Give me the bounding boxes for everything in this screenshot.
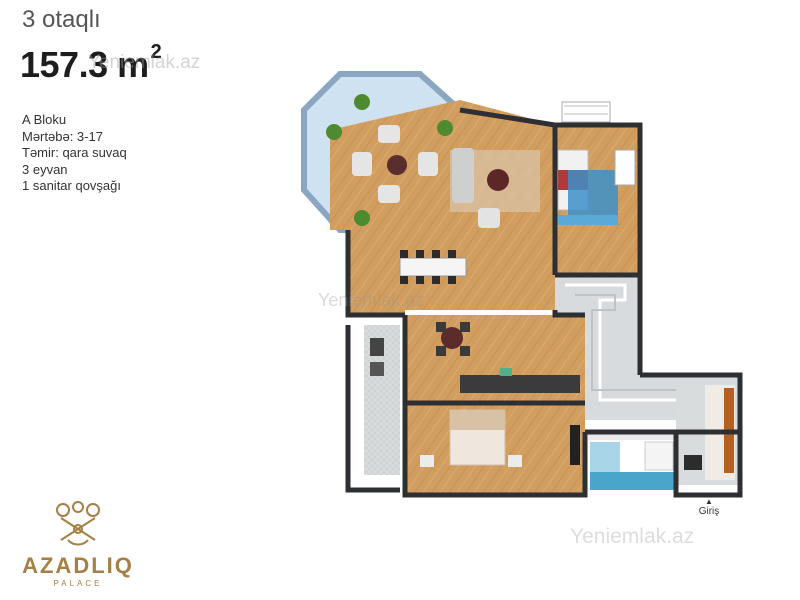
area-number: 157.3 m <box>20 44 149 85</box>
watermark: Yeniemlak.az <box>88 52 201 73</box>
detail-bathroom: 1 sanitar qovşağı <box>22 178 122 193</box>
detail-renovation: Təmir: qara suvaq <box>22 145 127 160</box>
area-exponent: 2 <box>150 41 162 63</box>
bedroom-bottom <box>405 403 585 493</box>
dining-room <box>405 315 585 403</box>
detail-block: A Bloku <box>22 112 67 127</box>
bathroom <box>588 432 676 492</box>
detail-balconies: 3 eyvan <box>22 161 68 177</box>
entrance-arrow-icon: ▲ <box>705 497 713 506</box>
rooms-title: 3 otaqlı <box>22 6 101 33</box>
apartment-details: A Bloku Mərtəbə: 3-17 Təmir: qara suvaq … <box>22 112 127 195</box>
watermark: Yeniemlak.az <box>318 290 425 310</box>
watermark: Yeniemlak.az <box>570 525 695 548</box>
entry-room <box>676 385 740 485</box>
entrance-marker: ▲ Giriş <box>694 497 724 518</box>
bedroom-right <box>555 125 640 275</box>
left-balcony <box>364 325 400 475</box>
furniture <box>326 94 540 356</box>
brand-name: AZADLIQ <box>22 553 134 578</box>
brand-logo: AZADLIQ PALACE <box>18 500 138 588</box>
knot-emblem-icon <box>56 501 100 546</box>
entrance-label: Giriş <box>698 506 720 517</box>
walls <box>345 107 743 498</box>
brand-subtitle: PALACE <box>53 579 103 588</box>
floor-plan <box>301 71 743 498</box>
detail-floor: Mərtəbə: 3-17 <box>22 128 103 144</box>
